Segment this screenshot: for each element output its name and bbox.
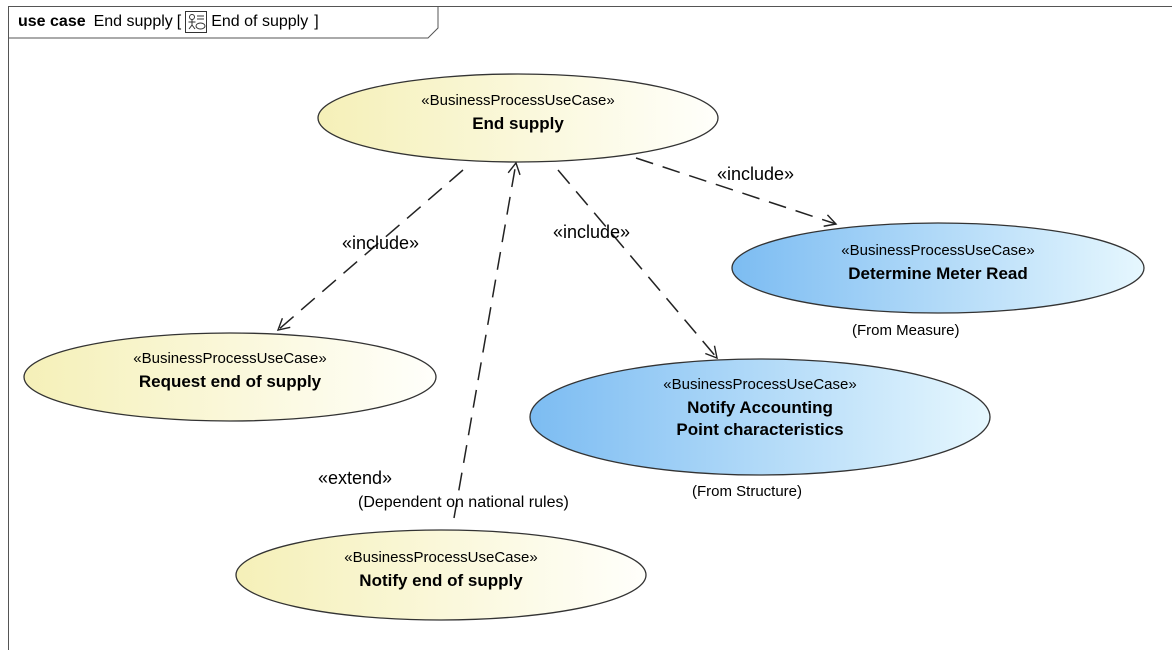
use-case-notify-end-shape[interactable] (235, 529, 647, 621)
include-edge-determine-meter[interactable] (635, 157, 838, 227)
use-case-name: Request end of supply (138, 372, 322, 391)
use-case-request-end[interactable]: «BusinessProcessUseCase» Request end of … (24, 350, 436, 393)
include-label-middle: «include» (553, 222, 631, 242)
include-label-left: «include» (342, 233, 420, 253)
use-case-request-end-shape[interactable] (23, 332, 437, 422)
origin-note-measure: (From Measure) (852, 322, 960, 339)
use-case-diagram-icon (185, 11, 208, 33)
frame-keyword: use case (18, 13, 86, 30)
stereotype-label: «BusinessProcessUseCase» (344, 549, 538, 566)
frame-tab-outline (8, 6, 439, 39)
use-case-determine-meter-shape[interactable] (731, 222, 1145, 314)
diagram-frame (8, 6, 1172, 650)
origin-note-structure: (From Structure) (692, 483, 803, 500)
extend-condition-label: (Dependent on national rules) (358, 494, 569, 511)
use-case-notify-end[interactable]: «BusinessProcessUseCase» Notify end of s… (236, 549, 646, 592)
include-edge-notify-accounting[interactable] (557, 169, 718, 360)
use-case-notify-accounting[interactable]: «BusinessProcessUseCase» Notify Accounti… (530, 376, 990, 441)
use-case-notify-accounting-shape[interactable] (529, 358, 991, 476)
use-case-name-line2: Point characteristics (676, 420, 844, 439)
frame-bracket-open: [ (176, 13, 182, 30)
use-case-determine-meter[interactable]: «BusinessProcessUseCase» Determine Meter… (732, 242, 1144, 285)
frame-diagram-name: End of supply (211, 13, 309, 30)
stereotype-label: «BusinessProcessUseCase» (663, 376, 857, 393)
frame-bracket-close: ] (314, 13, 319, 30)
frame-element-name: End supply (93, 13, 173, 30)
use-case-name-line1: Notify Accounting (687, 398, 833, 417)
include-edge-request-end[interactable] (276, 169, 464, 331)
use-case-end-supply[interactable]: «BusinessProcessUseCase» End supply (318, 92, 718, 135)
stereotype-label: «BusinessProcessUseCase» (133, 350, 327, 367)
stereotype-label: «BusinessProcessUseCase» (841, 242, 1035, 259)
use-case-name: Determine Meter Read (848, 264, 1028, 283)
extend-edge-notify-end[interactable] (453, 161, 521, 519)
use-case-name: Notify end of supply (359, 571, 523, 590)
use-case-name: End supply (472, 114, 564, 133)
include-label-right: «include» (717, 164, 795, 184)
frame-title: use case End supply [ End of supply ] (8, 6, 329, 38)
stereotype-label: «BusinessProcessUseCase» (421, 92, 615, 109)
extend-label: «extend» (318, 468, 393, 488)
